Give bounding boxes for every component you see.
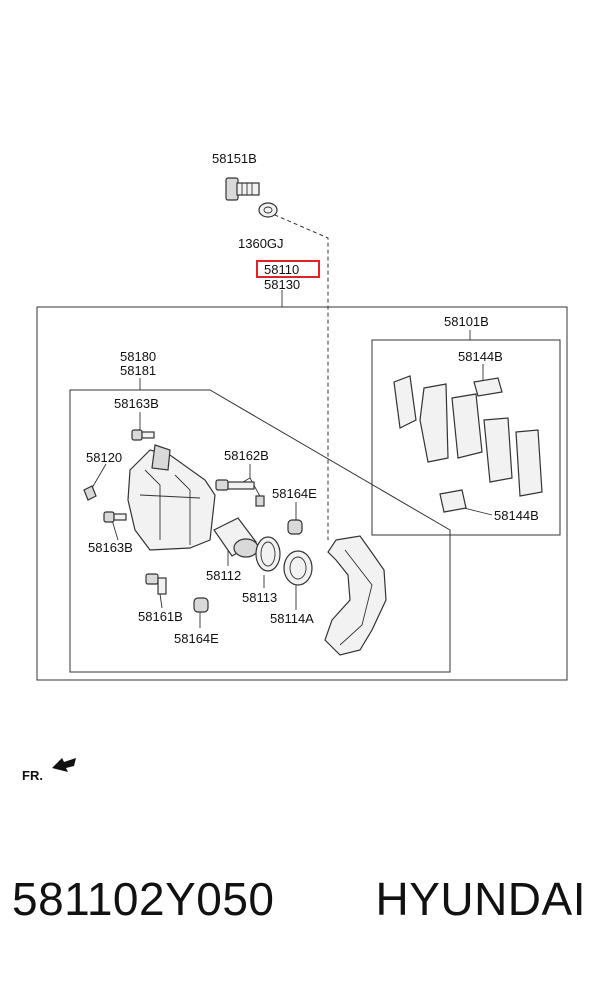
part-number: 581102Y050 bbox=[12, 873, 275, 925]
bolt-58151B bbox=[225, 177, 260, 201]
label-58151B: 58151B bbox=[212, 151, 257, 166]
label-58180: 58180 bbox=[120, 349, 156, 364]
label-58164E-top: 58164E bbox=[272, 486, 317, 501]
label-1360GJ: 1360GJ bbox=[238, 236, 284, 251]
label-58162B: 58162B bbox=[224, 448, 269, 463]
label-58144B-top: 58144B bbox=[458, 349, 503, 364]
bolt-58163B-bottom bbox=[103, 511, 127, 523]
boot-58164E-bottom bbox=[193, 597, 209, 613]
seal-58113 bbox=[255, 536, 281, 572]
label-58161B: 58161B bbox=[138, 609, 183, 624]
label-58112: 58112 bbox=[206, 568, 241, 583]
label-58113: 58113 bbox=[242, 590, 277, 605]
assembly-box bbox=[36, 306, 568, 681]
label-58181: 58181 bbox=[120, 363, 156, 378]
caliper-box bbox=[69, 389, 451, 673]
direction-label: FR. bbox=[22, 768, 43, 783]
carrier-bracket-58130 bbox=[324, 535, 387, 656]
label-58101B: 58101B bbox=[444, 314, 489, 329]
caliper-body bbox=[127, 444, 216, 551]
pad-kit bbox=[393, 375, 543, 513]
bleeder-58120 bbox=[83, 485, 97, 501]
guide-pin-58162B bbox=[215, 479, 265, 507]
guide-pin-58161B bbox=[145, 573, 167, 595]
highlight-58110 bbox=[256, 260, 320, 278]
label-58120: 58120 bbox=[86, 450, 122, 465]
label-58163B-top: 58163B bbox=[114, 396, 159, 411]
bolt-58163B-top bbox=[131, 429, 155, 441]
pad-kit-box bbox=[371, 339, 561, 536]
label-58163B-bottom: 58163B bbox=[88, 540, 133, 555]
front-direction-arrow bbox=[52, 758, 76, 772]
label-58144B-bottom: 58144B bbox=[494, 508, 539, 523]
caption: 581102Y050 HYUNDAI bbox=[0, 872, 600, 952]
piston-58112 bbox=[213, 517, 259, 558]
boot-58164E-top bbox=[287, 519, 303, 535]
label-58110: 58110 bbox=[264, 262, 299, 277]
label-58164E-bottom: 58164E bbox=[174, 631, 219, 646]
washer-1360GJ bbox=[258, 202, 278, 218]
boot-58114A bbox=[283, 550, 313, 586]
brand-name: HYUNDAI bbox=[375, 873, 586, 925]
label-58114A: 58114A bbox=[270, 611, 314, 626]
label-58130: 58130 bbox=[264, 277, 300, 292]
